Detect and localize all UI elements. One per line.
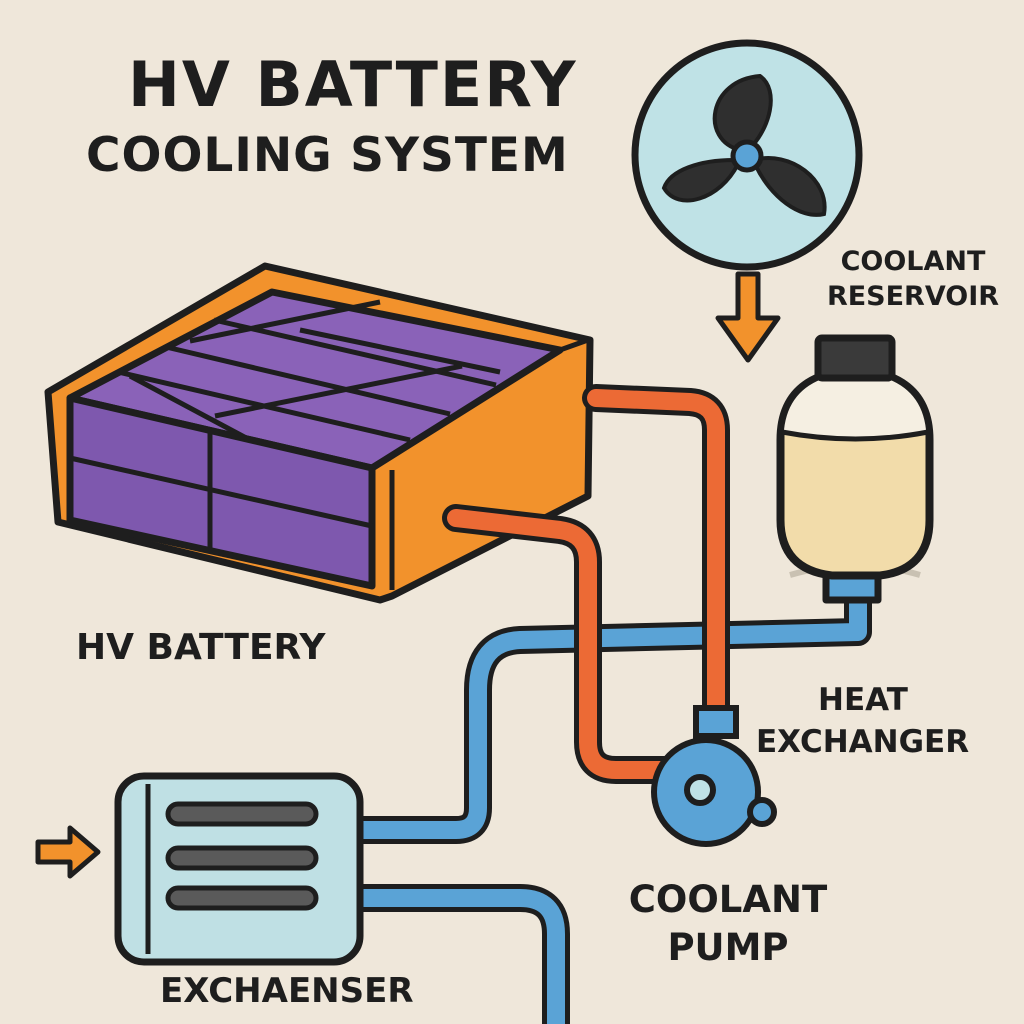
reservoir-cap — [814, 334, 896, 382]
battery-cell-lines — [69, 299, 501, 552]
arrow-right-icon — [35, 825, 101, 879]
pump-hub — [684, 774, 716, 806]
pump-label-line-2: PUMP — [667, 926, 789, 970]
heat-exchanger-label-line-2: EXCHANGER — [756, 723, 970, 760]
pump-label: COOLANT PUMP — [618, 876, 838, 972]
title-line-2: COOLING SYSTEM — [86, 128, 569, 183]
battery-side-rib — [370, 337, 589, 471]
exchanger-fins — [165, 801, 319, 911]
exchanger-label: EXCHAENSER — [160, 971, 414, 1011]
cold-pipe-exchanger — [351, 889, 565, 1024]
coolant-reservoir — [776, 334, 934, 604]
cold-coolant-lines — [346, 576, 872, 1024]
heat-exchanger-label: HEAT EXCHANGER — [756, 680, 996, 764]
pump-inlet — [693, 705, 739, 739]
reservoir-label-line-1: COOLANT — [840, 246, 986, 277]
reservoir-label: COOLANT RESERVOIR — [818, 244, 1008, 314]
pump-label-line-1: COOLANT — [628, 878, 828, 921]
cold-pipe-reservoir — [351, 581, 867, 839]
hot-pipe-top-outline — [582, 384, 730, 729]
fan-icon — [661, 73, 827, 217]
coolant-pump — [651, 705, 777, 847]
hot-pipe-top — [587, 389, 725, 724]
fan — [631, 39, 863, 271]
title-line-1: HV BATTERY — [128, 48, 578, 121]
fan-hub — [730, 139, 764, 173]
hot-coolant-lines — [442, 384, 730, 784]
exchanger-unit — [114, 772, 364, 966]
battery-label: HV BATTERY — [76, 627, 326, 668]
reservoir-fluid — [779, 429, 931, 577]
hv-battery — [44, 262, 594, 604]
heat-exchanger-label-line-1: HEAT — [818, 682, 908, 718]
pump-outlet — [747, 797, 777, 827]
arrow-down-icon — [715, 271, 781, 363]
hot-pipe-bottom — [447, 509, 679, 779]
reservoir-label-line-2: RESERVOIR — [826, 281, 1000, 313]
